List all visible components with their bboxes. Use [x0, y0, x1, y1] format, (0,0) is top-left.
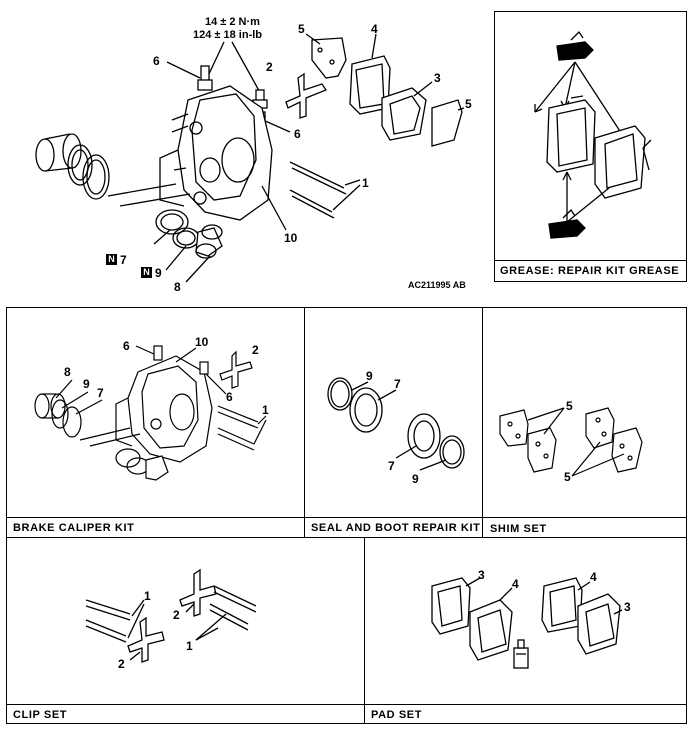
callout-guide-pin-1: 1 [144, 589, 151, 603]
grease-diagram [534, 30, 652, 239]
callout-caliper-body-10: 10 [284, 231, 298, 245]
torque-value-imperial: 124 ± 18 in-lb [193, 29, 263, 41]
divider [482, 307, 483, 537]
callout-clip-2b: 2 [118, 657, 125, 671]
grease-panel: GREASE: REPAIR KIT GREASE [494, 11, 687, 282]
callout-seal-7: 7 [120, 253, 127, 267]
divider [6, 704, 687, 705]
kit-grid [6, 307, 687, 724]
callout-boot-9: 9 [366, 369, 373, 383]
callout-boot-9b: 9 [412, 472, 419, 486]
callout-bleeder-6: 6 [153, 54, 160, 68]
callout-clip-2: 2 [266, 60, 273, 74]
callout-pad-3: 3 [478, 568, 485, 582]
callout-guide-pin-1: 1 [262, 403, 269, 417]
non-reusable-icon: N [106, 254, 117, 265]
shim-set-caption: SHIM SET [488, 523, 547, 535]
grease-caption: GREASE: REPAIR KIT GREASE [500, 265, 680, 277]
callout-shim-5b: 5 [465, 97, 472, 111]
callout-pad-3b: 3 [624, 600, 631, 614]
callout-boot-9: 9 [155, 266, 162, 280]
torque-value-metric: 14 ± 2 N·m [205, 16, 260, 28]
callout-pad-3: 3 [434, 71, 441, 85]
non-reusable-icon: N [141, 267, 152, 278]
callout-pad-4: 4 [371, 22, 378, 36]
callout-piston-8: 8 [64, 365, 71, 379]
callout-pad-4: 4 [512, 577, 519, 591]
callout-bleeder-6b: 6 [294, 127, 301, 141]
callout-clip-2: 2 [252, 343, 259, 357]
figure-code: AC211995 AB [408, 280, 466, 290]
pad-set-caption: PAD SET [371, 709, 423, 721]
grease-caption-divider [494, 260, 687, 261]
callout-guide-pin-1: 1 [362, 176, 369, 190]
brake-caliper-kit-caption: BRAKE CALIPER KIT [13, 522, 135, 534]
callout-guide-pin-1b: 1 [186, 639, 193, 653]
divider [304, 307, 305, 537]
clip-set-caption: CLIP SET [13, 709, 68, 721]
callout-shim-5: 5 [298, 22, 305, 36]
callout-bleeder-6: 6 [123, 339, 130, 353]
callout-piston-8: 8 [174, 280, 181, 294]
callout-shim-5b: 5 [564, 470, 571, 484]
callout-boot-9: 9 [83, 377, 90, 391]
divider [6, 517, 687, 518]
callout-bleeder-6b: 6 [226, 390, 233, 404]
callout-pad-4b: 4 [590, 570, 597, 584]
callout-shim-5: 5 [566, 399, 573, 413]
callout-seal-7: 7 [394, 377, 401, 391]
seal-boot-kit-caption: SEAL AND BOOT REPAIR KIT [311, 522, 481, 534]
callout-caliper-body-10: 10 [195, 335, 209, 349]
callout-seal-7: 7 [97, 386, 104, 400]
divider [364, 537, 365, 724]
divider [6, 537, 687, 538]
callout-seal-7b: 7 [388, 459, 395, 473]
callout-clip-2: 2 [173, 608, 180, 622]
